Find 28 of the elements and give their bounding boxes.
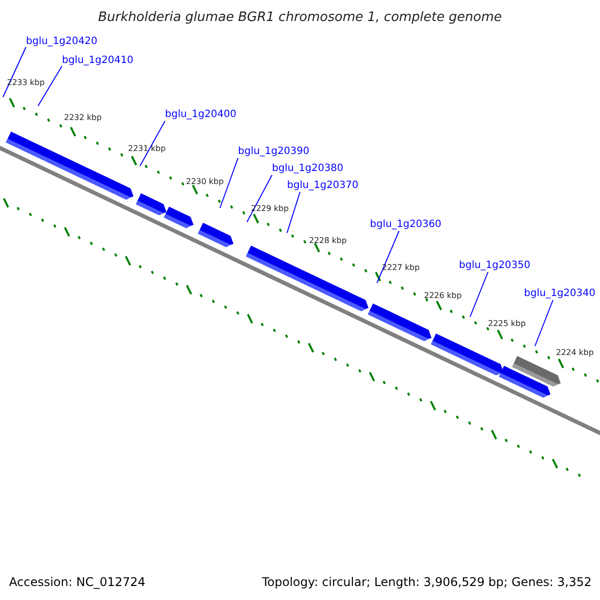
gene-label: bglu_1g20380	[272, 163, 344, 175]
scale-label: 2230 kbp	[186, 177, 224, 187]
gene-label: bglu_1g20420	[26, 36, 98, 48]
leader-line	[286, 192, 300, 234]
leader-line	[2, 46, 26, 98]
leader-line	[376, 230, 400, 284]
leader-line	[38, 66, 62, 106]
title: Burkholderia glumae BGR1 chromosome 1, complete genome	[97, 10, 503, 25]
leader-line	[220, 158, 238, 208]
gene-label: bglu_1g20410	[62, 55, 134, 67]
scale-label: 2231 kbp	[128, 144, 166, 154]
footer-text: Accession: NC_012724	[9, 575, 146, 589]
footer-text: Topology: circular; Length: 3,906,529 bp; Genes: 3,352	[262, 575, 592, 589]
gene-label: bglu_1g20360	[370, 219, 442, 231]
gene-label: bglu_1g20400	[165, 109, 236, 121]
scale-label: 2228 kbp	[309, 236, 347, 246]
gene-label: bglu_1g20370	[287, 180, 358, 192]
leader-line	[470, 272, 488, 318]
gene-label: bglu_1g20340	[524, 288, 596, 300]
scale-label: 2224 kbp	[556, 348, 594, 358]
leader-line	[534, 300, 554, 346]
gene-label: bglu_1g20350	[459, 260, 530, 272]
scale-label: 2225 kbp	[488, 319, 526, 329]
leader-line	[246, 174, 272, 222]
leader-line	[140, 120, 166, 166]
gene-label: bglu_1g20390	[238, 146, 310, 158]
scale-label: 2232 kbp	[64, 113, 102, 123]
scale-label: 2226 kbp	[424, 291, 462, 301]
